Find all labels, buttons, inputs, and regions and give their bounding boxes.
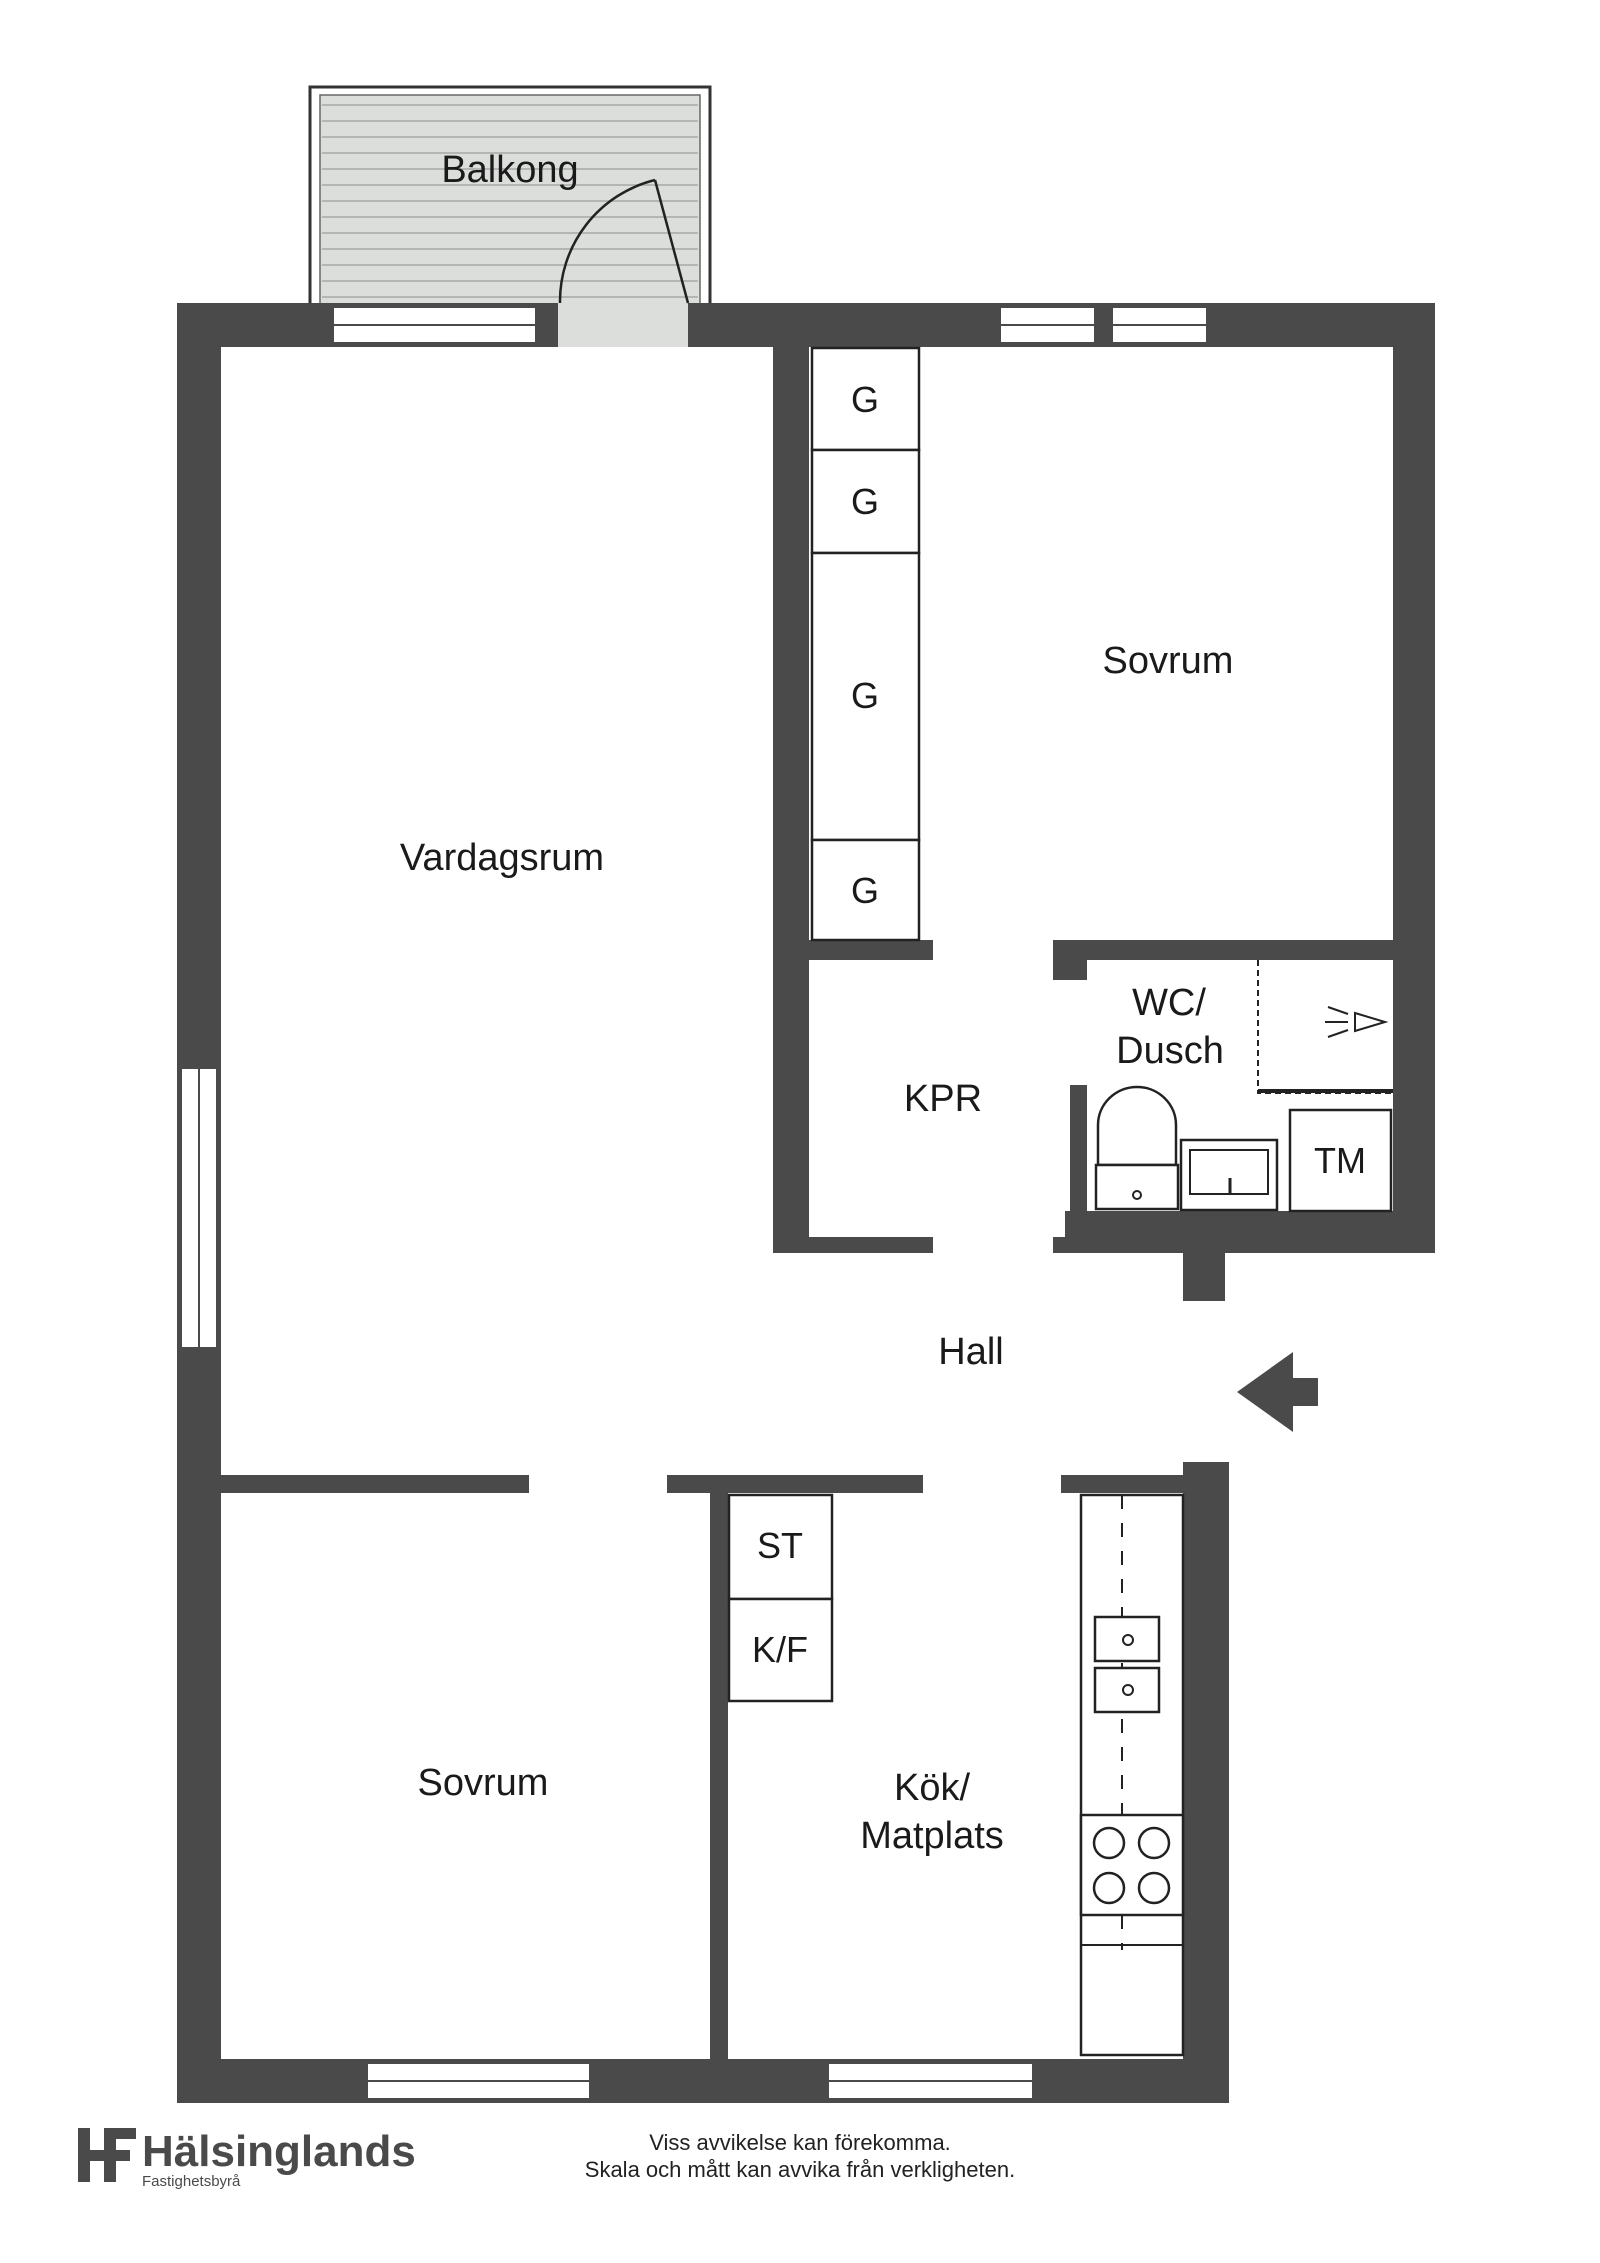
toilet-icon xyxy=(1094,1085,1180,1211)
room-label-hall: Hall xyxy=(938,1331,1003,1373)
room-label-bedroom-top: Sovrum xyxy=(1103,640,1234,682)
disclaimer-line-1: Viss avvikelse kan förekomma. xyxy=(649,2130,951,2155)
bathroom-fixtures xyxy=(1094,960,1393,1213)
brand-subtitle: Fastighetsbyrå xyxy=(142,2173,241,2190)
room-label-bathroom-line1: WC/ xyxy=(1132,982,1206,1024)
room-label-bedroom-bottom: Sovrum xyxy=(418,1762,549,1804)
shower-head-icon xyxy=(1325,1006,1389,1038)
windows xyxy=(180,306,1208,2100)
kitchen-fixtures xyxy=(727,1493,1185,2057)
balcony-door xyxy=(542,178,706,347)
balcony xyxy=(308,85,712,326)
disclaimer-line-2: Skala och mått kan avvika från verklighe… xyxy=(585,2157,1015,2182)
room-label-balcony: Balkong xyxy=(441,149,578,191)
room-label-kitchen-line1: Kök/ xyxy=(894,1767,970,1809)
fridge-freezer-label: K/F xyxy=(752,1629,808,1670)
freezer-label: ST xyxy=(757,1525,803,1566)
entrance-arrow-icon xyxy=(1237,1352,1318,1432)
double-sink-icon xyxy=(1093,1615,1161,1714)
wardrobes xyxy=(810,346,921,942)
wardrobe-label-3: G xyxy=(851,675,879,716)
brand-name: Hälsinglands xyxy=(142,2127,416,2176)
wardrobe-label-4: G xyxy=(851,870,879,911)
sink-icon xyxy=(1179,1138,1279,1212)
stove-icon xyxy=(1079,1813,1185,1917)
room-label-closet: KPR xyxy=(904,1078,982,1120)
wardrobe-label-2: G xyxy=(851,481,879,522)
washing-machine-label: TM xyxy=(1314,1140,1366,1181)
brand-logo: Hälsinglands Fastighetsbyrå xyxy=(78,2127,416,2190)
room-label-bathroom-line2: Dusch xyxy=(1116,1030,1224,1072)
wardrobe-label-1: G xyxy=(851,379,879,420)
room-label-living-room: Vardagsrum xyxy=(400,837,604,879)
brand-logo-mark-icon xyxy=(78,2128,136,2182)
room-label-kitchen-line2: Matplats xyxy=(860,1815,1004,1857)
